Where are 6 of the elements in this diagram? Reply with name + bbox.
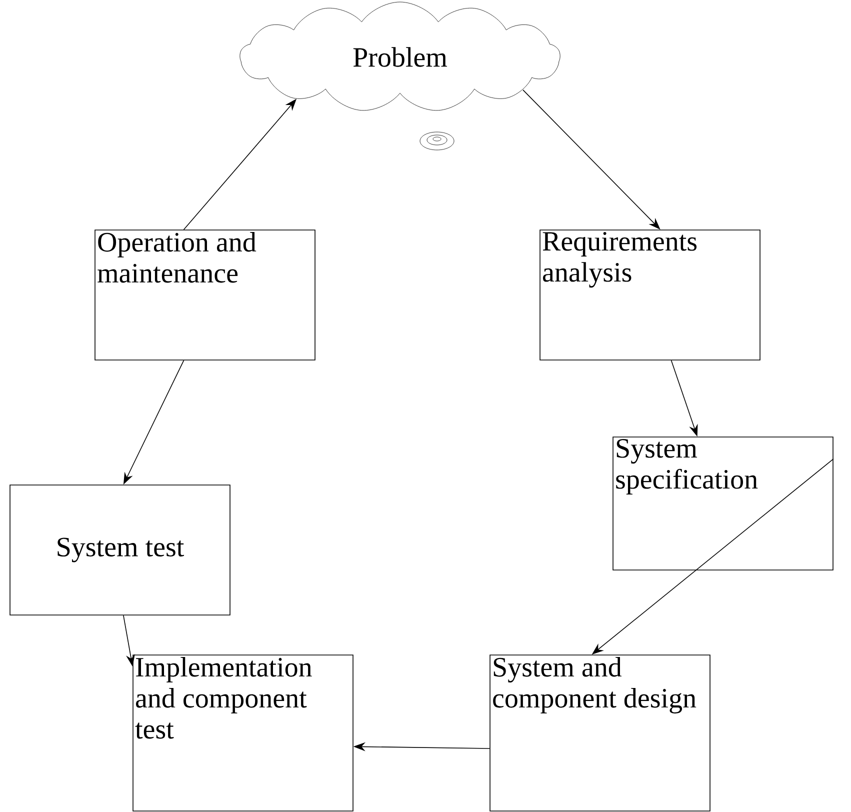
process-box: System specification — [612, 436, 834, 570]
process-box: System test — [10, 484, 230, 616]
process-box: Requirements analysis — [540, 230, 760, 360]
process-box: Implementation and component test — [132, 654, 354, 812]
process-box: Operation and maintenance — [94, 230, 316, 360]
process-box: System and component design — [490, 654, 710, 812]
